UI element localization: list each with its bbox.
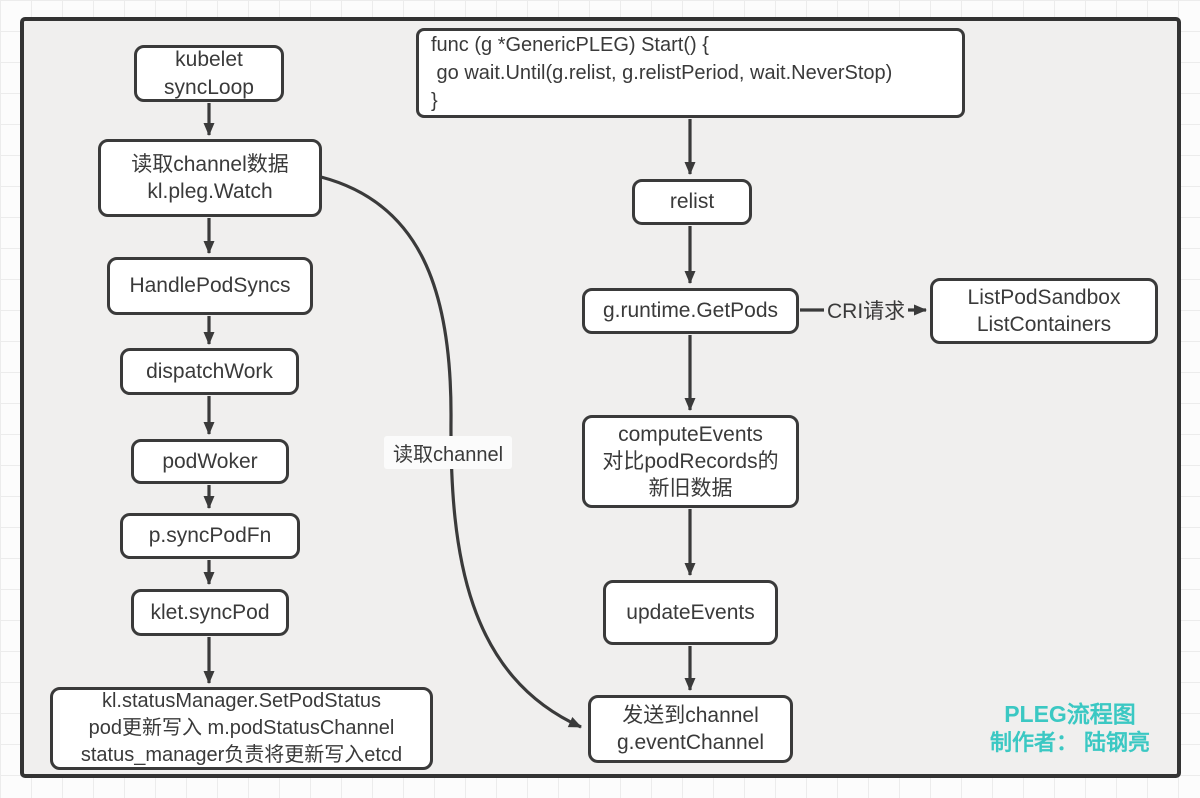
node-pleg-start-code: func (g *GenericPLEG) Start() { go wait.… bbox=[416, 28, 965, 118]
edge-label-read-channel: 读取channel bbox=[384, 436, 513, 469]
credit-author: 制作者： 陆钢亮 bbox=[989, 729, 1151, 755]
node-pod-woker: podWoker bbox=[131, 439, 289, 484]
node-compute-events: computeEvents 对比podRecords的 新旧数据 bbox=[582, 415, 799, 508]
node-get-pods: g.runtime.GetPods bbox=[582, 288, 799, 334]
credit-title: PLEG流程图 bbox=[1004, 701, 1136, 727]
node-p-sync-pod-fn: p.syncPodFn bbox=[120, 513, 300, 559]
node-update-events: updateEvents bbox=[603, 580, 778, 645]
node-status-manager: kl.statusManager.SetPodStatus pod更新写入 m.… bbox=[50, 687, 433, 770]
node-relist: relist bbox=[632, 179, 752, 225]
node-klet-sync-pod: klet.syncPod bbox=[131, 589, 289, 636]
node-kubelet-syncloop: kubelet syncLoop bbox=[134, 45, 284, 102]
node-read-channel-watch: 读取channel数据 kl.pleg.Watch bbox=[98, 139, 322, 217]
edge-label-cri-request: CRI请求 bbox=[824, 295, 909, 325]
node-dispatch-work: dispatchWork bbox=[120, 348, 299, 395]
credit-block: PLEG流程图 制作者： 陆钢亮 bbox=[970, 700, 1170, 757]
arrow-watch-to-sendchannel-curve bbox=[320, 175, 582, 729]
node-send-to-channel: 发送到channel g.eventChannel bbox=[588, 695, 793, 763]
node-list-pod-sandbox: ListPodSandbox ListContainers bbox=[930, 278, 1158, 344]
node-handle-pod-syncs: HandlePodSyncs bbox=[107, 257, 313, 315]
